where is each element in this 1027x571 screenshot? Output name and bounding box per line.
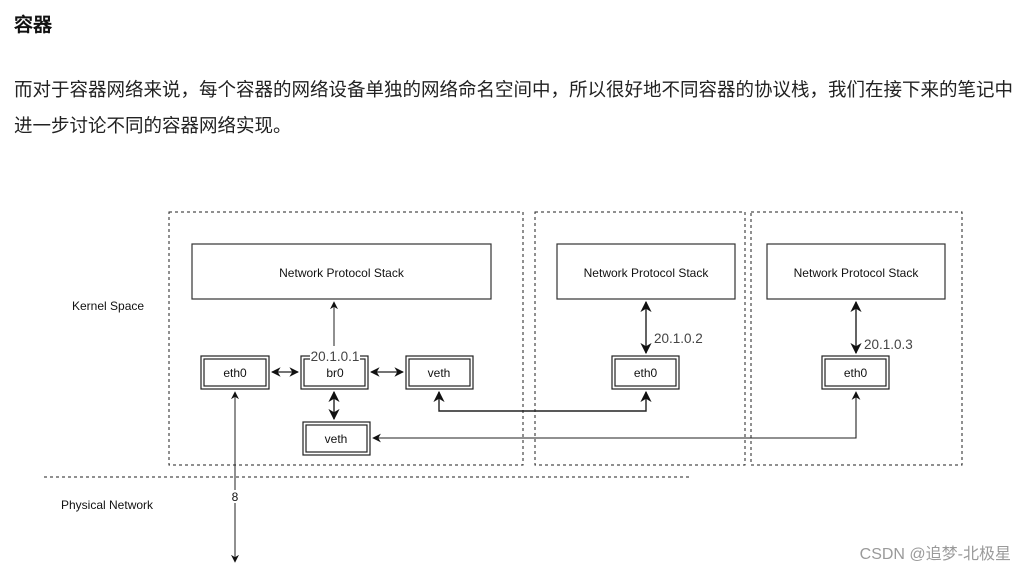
container2-ip-label: 20.1.0.3 [864,337,913,352]
host-veth-right-device[interactable]: veth [405,355,474,390]
container2-protocol-stack[interactable]: Network Protocol Stack [766,243,946,300]
host-protocol-stack[interactable]: Network Protocol Stack [191,243,492,300]
bridge-ip-label: 20.1.0.1 [311,349,360,364]
container1-protocol-stack[interactable]: Network Protocol Stack [556,243,736,300]
bridge-br0-label: br0 [326,366,344,380]
uplink-label: 8 [232,490,239,504]
watermark: CSDN @追梦-北极星 [859,546,1011,563]
host-eth0-label: eth0 [223,366,247,380]
container1-stack-label: Network Protocol Stack [584,266,710,280]
section-heading: 容器 [14,14,53,36]
container2-eth0-label: eth0 [844,366,868,380]
kernel-space-label: Kernel Space [72,299,144,313]
veth-to-c2-eth0-link [372,391,861,443]
host-veth-right-label: veth [428,366,451,380]
host-veth-bottom-device[interactable]: veth [302,421,371,456]
bridge-br0-device[interactable]: 20.1.0.1 br0 [300,349,369,390]
host-eth0-device[interactable]: eth0 [200,355,270,390]
container1-ip-label: 20.1.0.2 [654,331,703,346]
container2-eth0-device[interactable]: eth0 [821,355,890,390]
container2-stack-label: Network Protocol Stack [794,266,920,280]
container2-namespace-box [750,211,963,466]
host-veth-bottom-label: veth [325,432,348,446]
container1-eth0-label: eth0 [634,366,658,380]
container1-eth0-device[interactable]: eth0 [611,355,680,390]
host-stack-label: Network Protocol Stack [279,266,405,280]
host-namespace-box [168,211,524,466]
container1-namespace-box [534,211,746,466]
physical-network-label: Physical Network [61,498,154,512]
veth-to-c1-eth0-link [433,390,652,412]
section-paragraph: 而对于容器网络来说，每个容器的网络设备单独的网络命名空间中，所以很好地不同容器的… [14,80,1014,137]
